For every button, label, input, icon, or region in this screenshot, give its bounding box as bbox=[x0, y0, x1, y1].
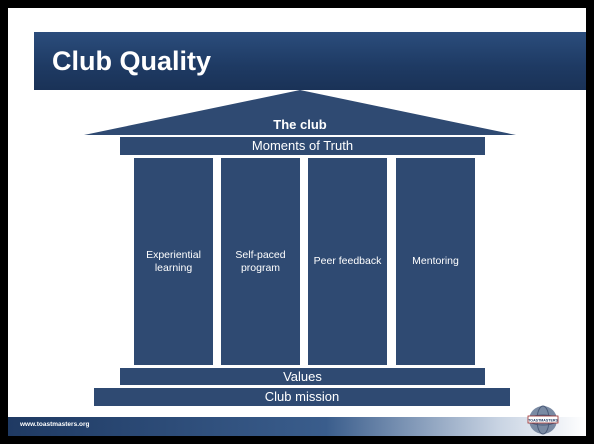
logo-text: TOASTMASTERS bbox=[528, 419, 558, 423]
footer-url: www.toastmasters.org bbox=[20, 421, 90, 428]
title-bar: Club Quality bbox=[34, 32, 586, 90]
pillar-label: Experiential learning bbox=[146, 248, 201, 274]
toastmasters-logo-icon: TOASTMASTERS bbox=[526, 404, 560, 436]
club-mission-band: Club mission bbox=[94, 388, 510, 406]
moments-of-truth-band: Moments of Truth bbox=[120, 137, 485, 155]
slide-title: Club Quality bbox=[52, 46, 212, 76]
pillar-peer-feedback: Peer feedback bbox=[308, 158, 387, 365]
roof-label: The club bbox=[273, 117, 327, 132]
slide: Club Quality The club Moments of Truth E… bbox=[8, 8, 586, 436]
footer-bar: www.toastmasters.org bbox=[8, 417, 586, 436]
pillar-experiential-learning: Experiential learning bbox=[134, 158, 213, 365]
pillar-label: Peer feedback bbox=[313, 255, 382, 267]
pillar-self-paced-program: Self-paced program bbox=[221, 158, 300, 365]
roof: The club bbox=[84, 90, 516, 138]
pillar-mentoring: Mentoring bbox=[396, 158, 475, 365]
pillar-label: Mentoring bbox=[412, 255, 459, 267]
pillar-label: Self-paced program bbox=[235, 248, 286, 274]
values-band: Values bbox=[120, 368, 485, 385]
roof-shape bbox=[84, 90, 516, 135]
